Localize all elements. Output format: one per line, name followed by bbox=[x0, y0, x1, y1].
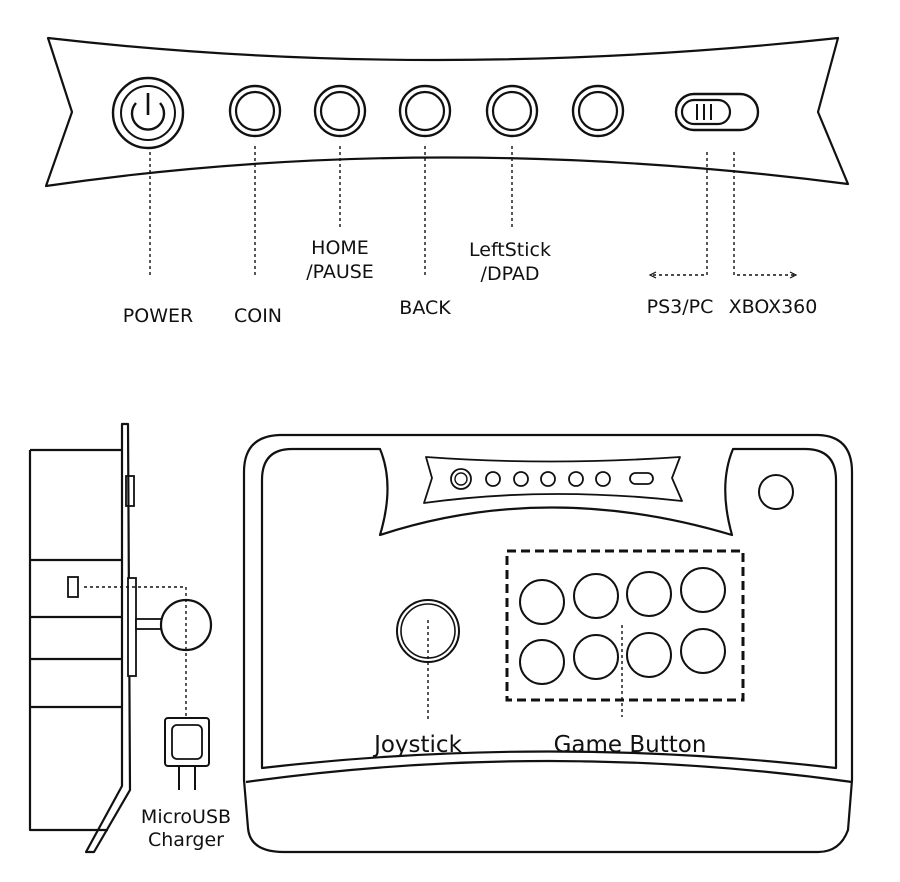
game-button-5 bbox=[519, 639, 565, 685]
mini-button-3 bbox=[540, 471, 556, 487]
usb-leader bbox=[84, 586, 187, 716]
mini-button-1 bbox=[485, 471, 501, 487]
mini-button-2 bbox=[513, 471, 529, 487]
front-panel-closeup: POWER COIN HOME /PAUSE BACK LeftStick /D… bbox=[44, 36, 850, 327]
leftstick-label-line2: /DPAD bbox=[481, 263, 540, 285]
microusb-label-line2: Charger bbox=[148, 829, 224, 851]
mode-switch bbox=[674, 92, 760, 132]
xbox360-leader bbox=[733, 152, 796, 276]
joystick-label: Joystick bbox=[372, 732, 463, 758]
side-body bbox=[28, 448, 122, 832]
usb-port bbox=[67, 576, 79, 598]
game-button-label: Game Button bbox=[554, 732, 707, 758]
home-label-line2: /PAUSE bbox=[306, 261, 374, 283]
game-button-4 bbox=[680, 567, 726, 613]
home-pause-button bbox=[313, 84, 367, 138]
game-button-1 bbox=[519, 579, 565, 625]
mini-button-4 bbox=[568, 471, 584, 487]
front-panel-outline bbox=[44, 36, 850, 188]
turbo-button bbox=[571, 84, 625, 138]
game-button-7 bbox=[626, 632, 672, 678]
coin-button bbox=[228, 84, 282, 138]
coin-label: COIN bbox=[234, 305, 282, 327]
mini-mode-switch bbox=[629, 472, 654, 485]
corner-button bbox=[758, 474, 794, 510]
home-label-line1: HOME bbox=[311, 237, 369, 259]
mini-power-button bbox=[450, 468, 472, 490]
side-view: MicroUSB Charger bbox=[28, 422, 231, 854]
game-button-2 bbox=[573, 573, 619, 619]
power-icon bbox=[130, 102, 166, 131]
back-button bbox=[398, 84, 452, 138]
game-button-8 bbox=[680, 628, 726, 674]
mini-button-5 bbox=[595, 471, 611, 487]
ps3pc-label: PS3/PC bbox=[647, 296, 714, 318]
leftstick-dpad-button bbox=[485, 84, 539, 138]
power-label: POWER bbox=[123, 305, 193, 327]
top-view: Joystick Game Button bbox=[242, 433, 854, 854]
xbox360-label: XBOX360 bbox=[729, 296, 818, 318]
microusb-charger-icon bbox=[164, 717, 210, 790]
game-button-6 bbox=[573, 634, 619, 680]
side-top-plate bbox=[84, 422, 132, 854]
top-view-front-lip bbox=[245, 759, 853, 784]
game-button-box bbox=[505, 549, 745, 702]
game-button-3 bbox=[626, 571, 672, 617]
ps3pc-leader bbox=[650, 152, 708, 276]
microusb-label-line1: MicroUSB bbox=[141, 806, 231, 828]
top-view-inner-plate bbox=[260, 447, 838, 770]
top-view-outer bbox=[242, 433, 854, 854]
back-label: BACK bbox=[399, 297, 451, 319]
leftstick-label-line1: LeftStick bbox=[469, 239, 551, 261]
side-stick-plate bbox=[127, 577, 137, 677]
mini-front-panel bbox=[423, 456, 683, 504]
power-button bbox=[111, 76, 185, 150]
